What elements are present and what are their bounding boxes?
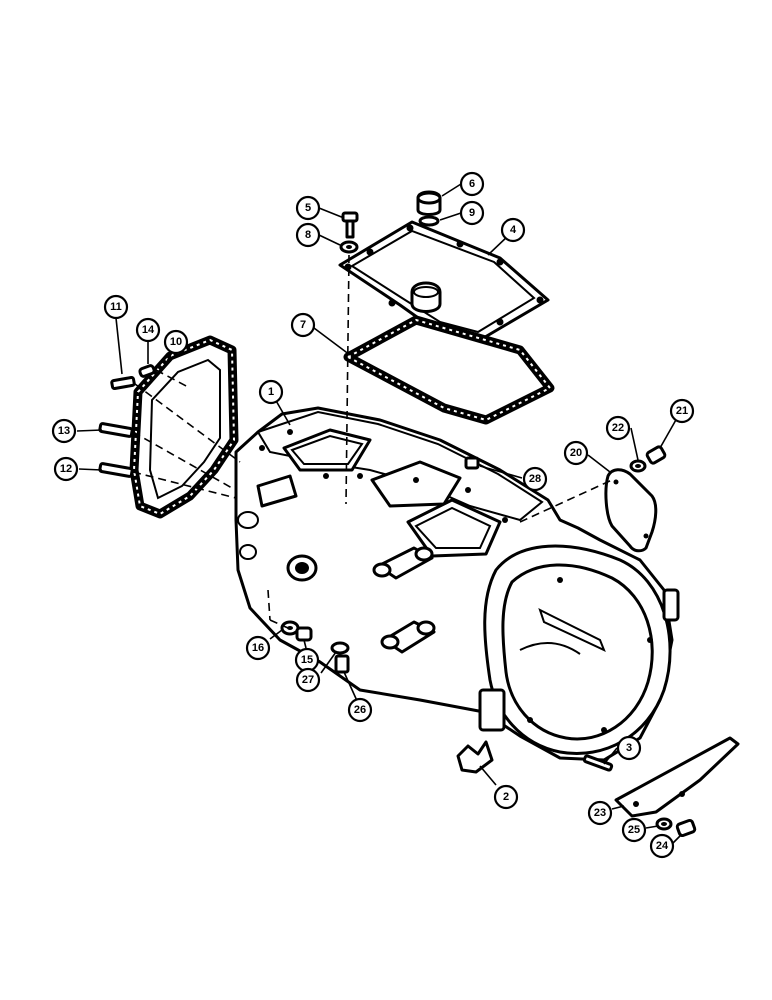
callout-label-12: 12 [60,463,72,475]
callout-16: 16 [245,635,271,661]
callout-label-6: 6 [469,178,475,190]
callout-7: 7 [290,312,316,338]
cover-washer [339,240,359,254]
plug-o-ring [418,215,440,227]
callout-label-8: 8 [305,229,311,241]
callout-9: 9 [459,200,485,226]
inspection-cover-bolt [675,818,697,838]
filler-plug [416,190,442,216]
drain-plug [295,626,313,642]
callout-25: 25 [621,817,647,843]
callout-label-11: 11 [110,301,122,313]
callout-21: 21 [669,398,695,424]
callout-24: 24 [649,833,675,859]
callout-13: 13 [51,418,77,444]
stud-lower [98,462,134,478]
callout-2: 2 [493,784,519,810]
callout-label-7: 7 [300,319,306,331]
callout-28: 28 [522,466,548,492]
callout-label-23: 23 [594,807,606,819]
pipe-plug-top [464,456,480,470]
callout-label-9: 9 [469,207,475,219]
callout-12: 12 [53,456,79,482]
callout-27: 27 [295,667,321,693]
callout-6: 6 [459,171,485,197]
roll-pin [582,754,614,772]
callout-8: 8 [295,222,321,248]
dowel-pin [138,364,156,378]
stud-middle [98,422,134,438]
callout-label-14: 14 [142,324,155,336]
callout-14: 14 [135,317,161,343]
callout-label-27: 27 [302,674,314,686]
callout-label-25: 25 [628,824,640,836]
callout-label-2: 2 [503,791,509,803]
callout-label-16: 16 [252,642,264,654]
assembly-lines [132,254,613,629]
callout-11: 11 [103,294,129,320]
callout-label-21: 21 [676,405,688,417]
callout-4: 4 [500,217,526,243]
callout-10: 10 [163,329,189,355]
front-gasket [129,335,239,519]
callout-label-1: 1 [268,386,274,398]
cover-bolt [341,211,359,239]
transmission-housing [234,406,680,762]
callout-26: 26 [347,697,373,723]
callout-label-4: 4 [510,224,517,236]
inspection-cover-washer [655,817,673,831]
fitting-plug [334,654,350,674]
inspection-cover [614,736,740,818]
callout-15: 15 [294,647,320,673]
callout-label-28: 28 [529,473,541,485]
callout-label-15: 15 [301,654,313,666]
callout-label-22: 22 [612,422,624,434]
callout-label-24: 24 [656,840,669,852]
spring-clip [456,740,494,774]
side-cover-bolt [645,445,667,465]
side-cover-washer [629,459,647,473]
callout-label-20: 20 [570,447,582,459]
plug-washer [330,641,350,655]
callout-23: 23 [587,800,613,826]
callout-3: 3 [616,735,642,761]
side-cover-plate [604,468,658,553]
callout-label-26: 26 [354,704,366,716]
callout-label-5: 5 [305,202,311,214]
callout-label-3: 3 [626,742,632,754]
top-cover [338,220,550,344]
callout-22: 22 [605,415,631,441]
callout-20: 20 [563,440,589,466]
callout-label-13: 13 [58,425,70,437]
stud-upper [110,375,136,391]
top-cover-gasket [343,315,555,425]
callout-label-10: 10 [170,336,182,348]
callout-1: 1 [258,379,284,405]
callout-5: 5 [295,195,321,221]
